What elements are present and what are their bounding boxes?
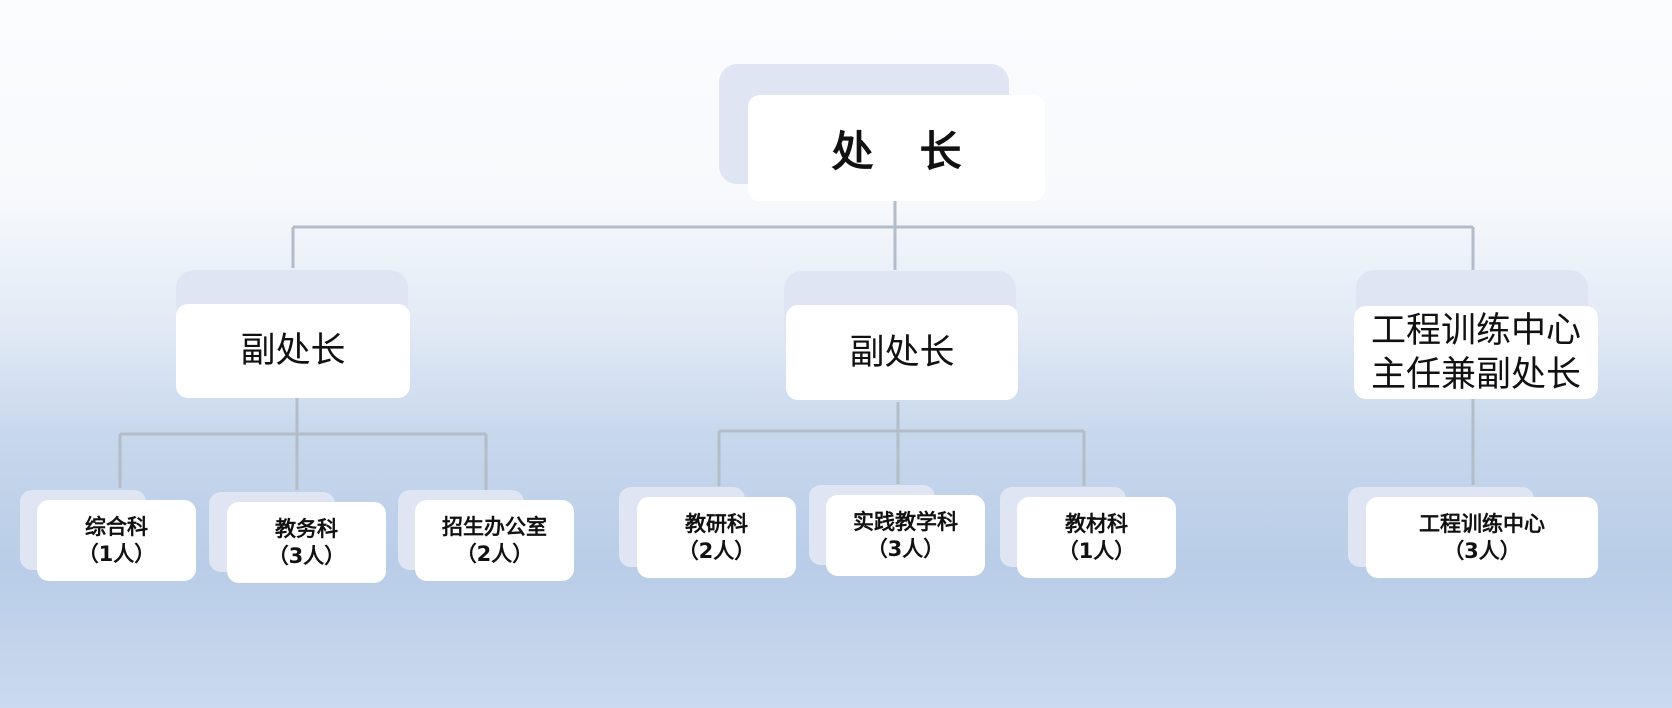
chief-label-left: 处 [831,126,874,176]
deputy-3-line-1: 工程训练中心 [1370,310,1581,351]
section-5-name: 实践教学科 [853,509,958,534]
section-2-name: 教务科 [275,516,338,541]
section-card-5: 实践教学科 （3人） [826,495,985,576]
section-card-2: 教务科 （3人） [227,502,386,583]
section-1-count: （1人） [77,541,156,566]
section-6-count: （1人） [1057,538,1136,563]
deputy-2-line-1: 副处长 [849,332,955,373]
deputy-3-line-2: 主任兼副处长 [1370,354,1581,395]
deputy-card-1: 副处长 [176,304,410,398]
section-card-6: 教材科 （1人） [1017,497,1176,578]
section-3-name: 招生办公室 [442,514,547,539]
deputy-card-3: 工程训练中心 主任兼副处长 [1354,306,1598,399]
chief-title: 处长 [831,118,961,179]
section-7-count: （3人） [1443,538,1521,563]
section-3-count: （2人） [455,541,534,566]
chief-card: 处长 [748,95,1045,201]
section-2-count: （3人） [267,543,346,568]
section-4-count: （2人） [677,538,756,563]
deputy-card-2: 副处长 [786,305,1018,400]
section-4-name: 教研科 [685,511,748,536]
section-6-name: 教材科 [1065,511,1128,536]
section-5-count: （3人） [866,536,945,561]
section-7-name: 工程训练中心 [1419,511,1545,536]
section-card-4: 教研科 （2人） [637,497,796,578]
section-card-1: 综合科 （1人） [37,500,196,581]
chief-label-right: 长 [919,126,962,176]
section-card-7: 工程训练中心 （3人） [1366,497,1598,578]
deputy-1-line-1: 副处长 [240,331,346,371]
section-card-3: 招生办公室 （2人） [415,500,574,581]
section-1-name: 综合科 [85,514,148,539]
